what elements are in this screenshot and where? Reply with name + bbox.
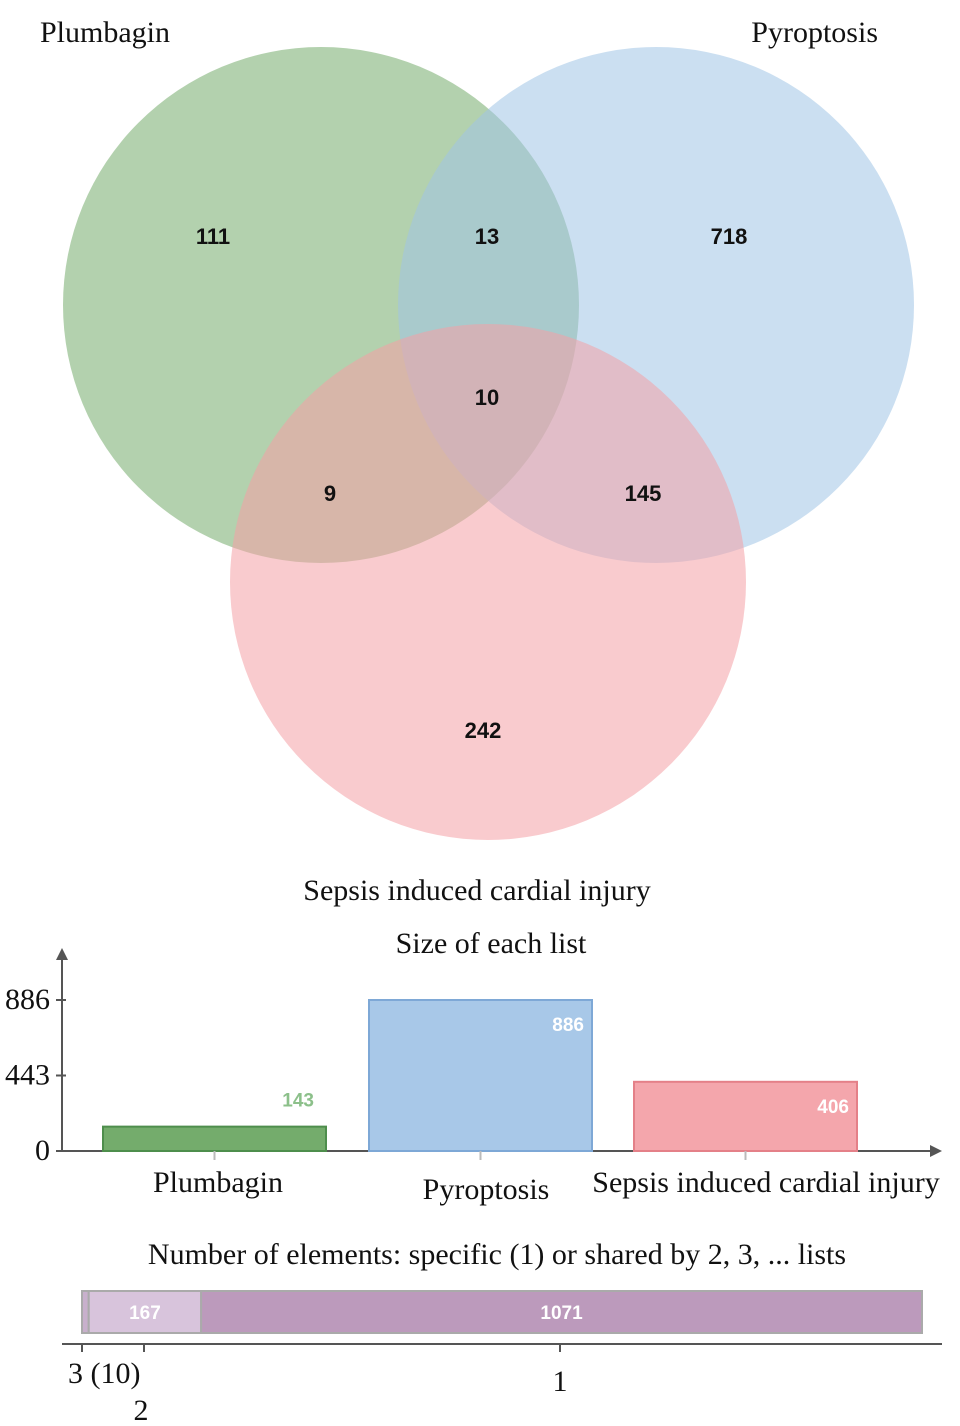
list-size-bar-value-label: 406 — [817, 1097, 849, 1118]
venn-diagram: Plumbagin Pyroptosis Sepsis induced card… — [40, 16, 914, 907]
list-size-bar — [633, 1080, 858, 1153]
shared-elements-segment — [87, 1290, 203, 1334]
venn-region-pyroptosis-sepsis: 145 — [625, 481, 662, 506]
venn-region-sepsis-only: 242 — [465, 718, 502, 743]
list-size-x-label-sepsis: Sepsis induced cardial injury — [592, 1166, 939, 1199]
shared-elements-segment-label: 1071 — [540, 1303, 583, 1324]
list-size-chart: Size of each list 0 443 886 143 886 406 Plum… — [5, 927, 942, 1206]
venn-set-label-plumbagin: Plumbagin — [40, 16, 170, 49]
list-size-bar — [368, 999, 593, 1152]
shared-elements-tick-label-2: 2 — [134, 1394, 149, 1426]
venn-set-label-sepsis: Sepsis induced cardial injury — [303, 874, 650, 907]
list-size-chart-title: Size of each list — [396, 927, 587, 960]
shared-elements-segments: 167 1071 — [81, 1290, 923, 1334]
shared-elements-chart: Number of elements: specific (1) or shar… — [62, 1238, 942, 1426]
list-size-bar-value-label: 143 — [282, 1091, 314, 1112]
list-size-y-tick-label: 0 — [35, 1134, 50, 1167]
venn-set-label-pyroptosis: Pyroptosis — [751, 16, 878, 49]
venn-region-plumbagin-sepsis: 9 — [324, 481, 336, 506]
venn-region-plumbagin-only: 111 — [196, 224, 230, 249]
venn-circles — [63, 47, 914, 840]
venn-region-plumbagin-pyroptosis: 13 — [475, 224, 499, 249]
venn-region-pyroptosis-only: 718 — [711, 224, 748, 249]
list-size-y-tick-label: 886 — [5, 983, 50, 1016]
list-size-y-ticks: 0 443 886 — [5, 983, 66, 1167]
shared-elements-segment — [81, 1290, 90, 1334]
list-size-x-label-pyroptosis: Pyroptosis — [423, 1173, 550, 1206]
list-size-bar — [102, 1125, 327, 1152]
shared-elements-chart-title: Number of elements: specific (1) or shar… — [148, 1238, 846, 1271]
shared-elements-tick-label-1: 1 — [553, 1365, 568, 1398]
shared-elements-segment-label: 167 — [129, 1303, 161, 1324]
shared-elements-tick-label-3: 3 (10) — [68, 1357, 140, 1390]
list-size-y-tick-label: 443 — [5, 1059, 50, 1092]
venn-region-all-three: 10 — [475, 385, 499, 410]
venn-circle-sepsis — [230, 324, 746, 840]
list-size-bars: 143 886 406 — [102, 999, 858, 1160]
list-size-bar-value-label: 886 — [552, 1015, 584, 1036]
shared-elements-segment — [200, 1290, 923, 1334]
list-size-x-label-plumbagin: Plumbagin — [153, 1166, 283, 1199]
